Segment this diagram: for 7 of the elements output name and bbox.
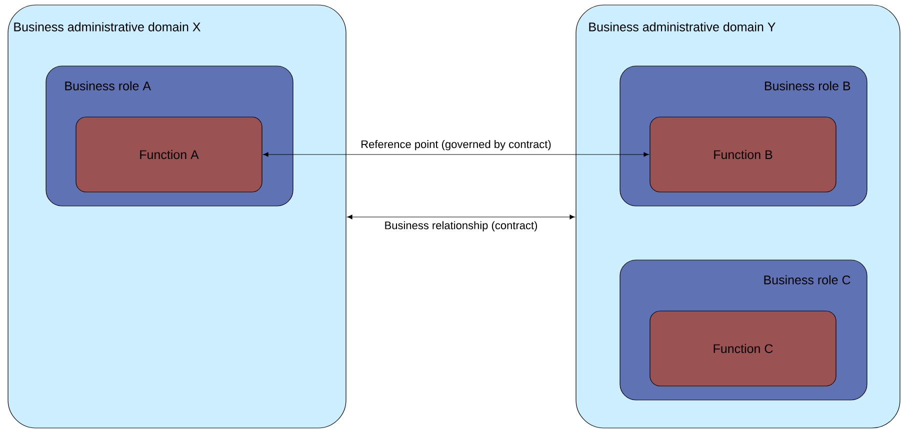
edge-label: Reference point (governed by contract) xyxy=(360,139,552,152)
edge-label: Business relationship (contract) xyxy=(383,220,539,232)
arrow xyxy=(263,152,649,157)
function-box: Function A xyxy=(76,116,262,192)
function-box: Function B xyxy=(650,116,836,192)
arrow xyxy=(347,214,575,220)
function-box: Function C xyxy=(650,310,836,386)
